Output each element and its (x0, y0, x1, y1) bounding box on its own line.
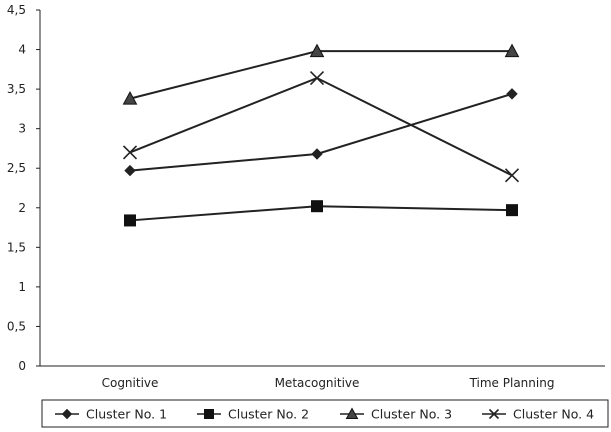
legend-frame (41, 399, 609, 428)
series-line (129, 76, 513, 177)
data-point-triangle (309, 43, 325, 58)
legend-marker-diamond (61, 408, 73, 420)
data-point-square (311, 200, 323, 213)
x-tick-label: Cognitive (102, 376, 159, 390)
y-tick-label: 3,5 (7, 82, 26, 96)
x-axis-ticks: Cognitive Metacognitive Time Planning (102, 376, 555, 390)
series-line (129, 92, 513, 172)
series-3 (122, 43, 520, 105)
legend-item-1: Cluster No. 1 (55, 407, 167, 422)
legend-label: Cluster No. 1 (86, 407, 167, 422)
y-tick-label: 1 (18, 280, 26, 294)
data-point-x (122, 145, 138, 160)
y-tick-label: 0,5 (7, 319, 26, 333)
y-tick-label: 3 (18, 122, 26, 136)
legend: Cluster No. 1 Cluster No. 2 Cluster No. 3 C… (41, 399, 609, 428)
y-tick-label: 1,5 (7, 240, 26, 254)
y-tick-label: 4,5 (7, 3, 26, 17)
legend-label: Cluster No. 4 (513, 407, 594, 422)
data-point-x (504, 168, 520, 183)
legend-marker-x (488, 408, 500, 420)
x-tick-label: Metacognitive (275, 376, 360, 390)
legend-marker-square (204, 409, 214, 419)
data-point-triangle (122, 91, 138, 105)
data-point-diamond (311, 148, 323, 160)
data-point-square (506, 204, 518, 217)
data-point-x (309, 70, 325, 86)
x-tick-label: Time Planning (469, 376, 555, 390)
series-4 (122, 70, 520, 183)
legend-marker-triangle (345, 407, 359, 419)
series-group (122, 43, 520, 227)
series-1 (124, 88, 518, 177)
y-tick-label: 0 (18, 359, 26, 373)
axes (39, 10, 605, 367)
y-tick-label: 2,5 (7, 161, 26, 175)
y-axis-ticks: 0 0,5 1 1,5 2 2,5 3 3,5 4 4,5 (7, 3, 40, 373)
legend-item-3: Cluster No. 3 (340, 407, 452, 422)
data-point-diamond (124, 164, 136, 177)
legend-item-4: Cluster No. 4 (482, 407, 594, 422)
legend-label: Cluster No. 2 (228, 407, 309, 422)
legend-item-2: Cluster No. 2 (197, 407, 309, 422)
legend-label: Cluster No. 3 (371, 407, 452, 422)
y-tick-label: 4 (18, 43, 26, 57)
data-point-diamond (506, 88, 518, 100)
data-point-triangle (504, 43, 520, 58)
series-2 (124, 200, 518, 227)
y-tick-label: 2 (18, 201, 26, 215)
data-point-square (124, 214, 136, 227)
